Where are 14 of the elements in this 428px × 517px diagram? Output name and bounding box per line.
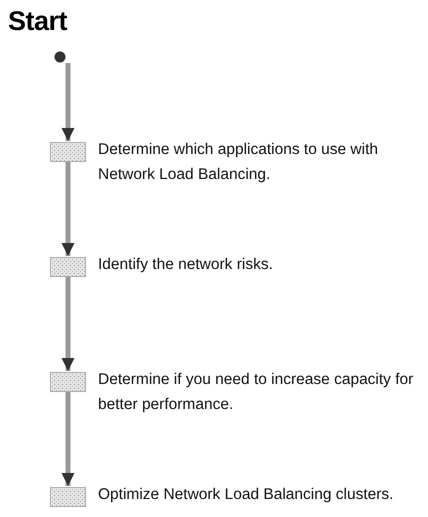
step-text: Determine which applications to use with Network Load Balancing. <box>98 140 379 185</box>
arrow <box>62 162 74 256</box>
heading: Start <box>8 6 68 37</box>
step-text: Identify the network risks. <box>98 255 274 275</box>
step-text: Determine if you need to increase capacity for better performance. <box>98 370 414 415</box>
step-box <box>50 257 86 277</box>
arrow <box>62 277 74 371</box>
step-text: Optimize Network Load Balancing clusters. <box>98 485 394 505</box>
arrow <box>62 63 74 141</box>
step-box <box>50 487 86 507</box>
arrow <box>62 392 74 486</box>
step-box <box>50 142 86 162</box>
step-box <box>50 372 86 392</box>
start-dot <box>54 51 66 63</box>
